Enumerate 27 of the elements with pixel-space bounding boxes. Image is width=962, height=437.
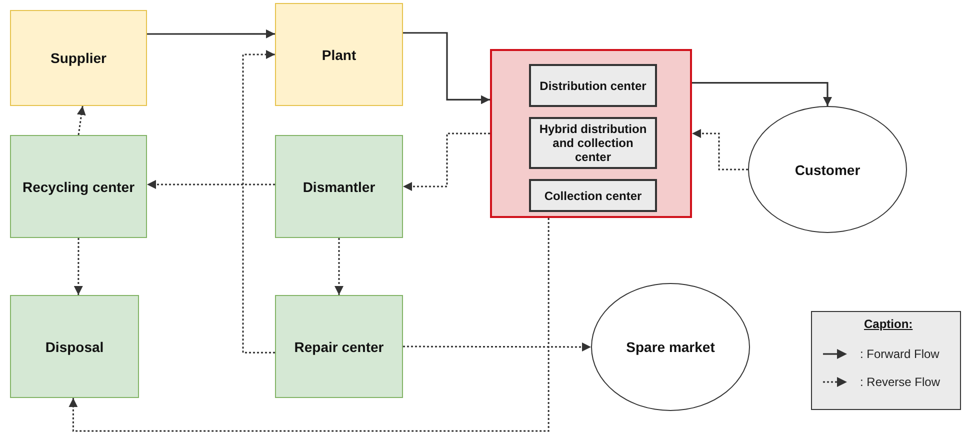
process-box: Hybrid distribution and collection center xyxy=(529,117,657,169)
arrow xyxy=(68,218,550,432)
process-box: Supplier xyxy=(10,10,147,106)
process-box: Plant xyxy=(275,3,403,106)
legend-title: Caption: xyxy=(864,317,913,331)
arrow xyxy=(242,50,275,354)
arrow xyxy=(692,82,832,106)
process-box: Distribution center xyxy=(529,64,657,107)
group-box xyxy=(490,49,692,218)
arrow xyxy=(147,180,275,189)
arrow xyxy=(403,342,591,352)
process-box: Collection center xyxy=(529,179,657,212)
arrow xyxy=(74,238,83,295)
arrow xyxy=(334,238,344,295)
arrow xyxy=(147,29,275,38)
arrow xyxy=(692,129,748,170)
process-box: Recycling center xyxy=(10,135,147,238)
ellipse-node: Spare market xyxy=(591,283,750,411)
arrow xyxy=(76,106,86,136)
legend-label: : Reverse Flow xyxy=(860,375,940,389)
legend-label: : Forward Flow xyxy=(860,347,940,361)
ellipse-node: Customer xyxy=(748,106,907,233)
arrow xyxy=(403,132,490,191)
arrow xyxy=(403,32,490,104)
process-box: Dismantler xyxy=(275,135,403,238)
process-box: Repair center xyxy=(275,295,403,398)
process-box: Disposal xyxy=(10,295,139,398)
